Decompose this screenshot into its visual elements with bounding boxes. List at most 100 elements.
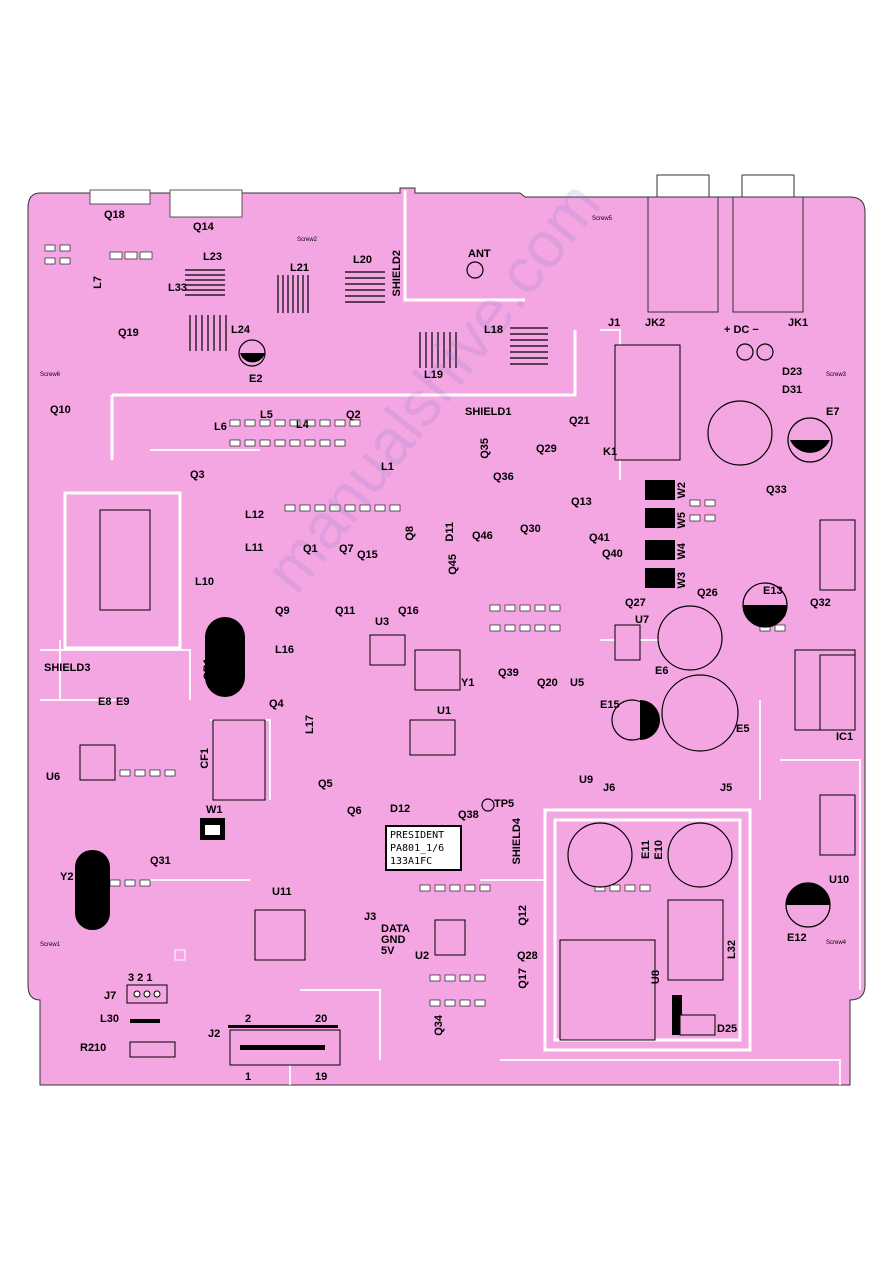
label-e9: E9 bbox=[116, 696, 130, 708]
label-q6: Q6 bbox=[347, 805, 362, 817]
label-e10: E10 bbox=[653, 840, 665, 860]
label-q27: Q27 bbox=[625, 597, 646, 609]
label-screw4: Screw4 bbox=[826, 940, 847, 946]
label-screw2: Screw2 bbox=[297, 237, 318, 243]
label-screw6: Screw6 bbox=[40, 372, 61, 378]
label-cf1: CF1 bbox=[199, 748, 211, 769]
label-w5: W5 bbox=[676, 512, 688, 529]
crystals bbox=[75, 617, 245, 930]
label-l12: L12 bbox=[245, 509, 264, 521]
label-j5: J5 bbox=[720, 782, 733, 794]
label-screw5: Screw5 bbox=[592, 216, 613, 222]
label-q21: Q21 bbox=[569, 415, 590, 427]
label-j7-pins: 3 2 1 bbox=[128, 972, 153, 984]
label-5v: 5V bbox=[381, 945, 395, 957]
label-q20: Q20 bbox=[537, 677, 558, 689]
label-dc: + DC − bbox=[724, 324, 759, 336]
label-j2: J2 bbox=[208, 1028, 221, 1040]
label-e12: E12 bbox=[787, 932, 807, 944]
label-q40: Q40 bbox=[602, 548, 623, 560]
label-d31: D31 bbox=[782, 384, 803, 396]
smd-pads bbox=[44, 244, 786, 1007]
label-u7: U7 bbox=[635, 614, 650, 626]
label-d25: D25 bbox=[717, 1023, 738, 1035]
label-e2: E2 bbox=[249, 373, 263, 385]
label-w2: W2 bbox=[676, 482, 688, 499]
label-tp5: TP5 bbox=[494, 798, 515, 810]
jumpers-w bbox=[645, 480, 682, 1035]
label-l10: L10 bbox=[195, 576, 214, 588]
label-q32: Q32 bbox=[810, 597, 831, 609]
label-j2-pin1: 1 bbox=[245, 1071, 252, 1083]
label-l4: L4 bbox=[296, 419, 309, 431]
label-q5: Q5 bbox=[318, 778, 333, 790]
label-q41: Q41 bbox=[589, 532, 610, 544]
label-j7: J7 bbox=[104, 990, 117, 1002]
label-ic1: IC1 bbox=[836, 731, 854, 743]
label-l21: L21 bbox=[290, 262, 309, 274]
label-l17: L17 bbox=[304, 715, 316, 734]
label-q11: Q11 bbox=[335, 605, 356, 617]
label-j1: J1 bbox=[608, 317, 621, 329]
label-l20: L20 bbox=[353, 254, 372, 266]
label-q12: Q12 bbox=[517, 905, 529, 926]
label-l6: L6 bbox=[214, 421, 227, 433]
label-q35: Q35 bbox=[479, 438, 491, 459]
label-e5: E5 bbox=[736, 723, 750, 735]
brand-line-2: PA801_1/6 bbox=[390, 843, 445, 854]
label-e8: E8 bbox=[98, 696, 112, 708]
label-screw3: Screw3 bbox=[826, 372, 847, 378]
label-q31: Q31 bbox=[150, 855, 171, 867]
label-l23: L23 bbox=[203, 251, 222, 263]
label-e13: E13 bbox=[763, 585, 783, 597]
label-l30: L30 bbox=[100, 1013, 119, 1025]
label-e7: E7 bbox=[826, 406, 840, 418]
label-e11: E11 bbox=[640, 840, 652, 859]
label-u9: U9 bbox=[579, 774, 594, 786]
label-u6: U6 bbox=[46, 771, 61, 783]
label-u11: U11 bbox=[272, 886, 292, 898]
label-data: DATA bbox=[381, 923, 410, 935]
label-l33: L33 bbox=[168, 282, 187, 294]
label-cb1: CB1 bbox=[202, 658, 214, 681]
label-e6: E6 bbox=[655, 665, 669, 677]
label-q46: Q46 bbox=[472, 530, 493, 542]
label-y1: Y1 bbox=[461, 677, 475, 689]
label-q2: Q2 bbox=[346, 409, 361, 421]
label-l5: L5 bbox=[260, 409, 273, 421]
jack-jk2 bbox=[647, 196, 719, 313]
label-q14: Q14 bbox=[193, 221, 214, 233]
label-l16: L16 bbox=[275, 644, 294, 656]
label-u8: U8 bbox=[650, 970, 662, 985]
label-j2-pin20: 20 bbox=[315, 1013, 328, 1025]
label-q30: Q30 bbox=[520, 523, 541, 535]
label-q39: Q39 bbox=[498, 667, 519, 679]
label-u2: U2 bbox=[415, 950, 430, 962]
label-l11: L11 bbox=[245, 542, 264, 554]
label-w4: W4 bbox=[676, 543, 688, 560]
label-l19: L19 bbox=[424, 369, 443, 381]
label-q19: Q19 bbox=[118, 327, 139, 339]
label-shield3: SHIELD3 bbox=[44, 662, 91, 674]
label-q13: Q13 bbox=[571, 496, 592, 508]
label-w3: W3 bbox=[676, 572, 688, 589]
label-ant: ANT bbox=[468, 248, 491, 260]
label-gnd: GND bbox=[381, 934, 406, 946]
label-screw1: Screw1 bbox=[40, 942, 61, 948]
label-j3: J3 bbox=[364, 911, 377, 923]
brand-line-1: PRESIDENT bbox=[390, 830, 445, 841]
label-d11: D11 bbox=[444, 522, 456, 542]
label-d12: D12 bbox=[390, 803, 411, 815]
label-q8: Q8 bbox=[404, 526, 416, 541]
label-k1: K1 bbox=[603, 446, 618, 458]
cap-polarity-marks bbox=[240, 353, 830, 905]
label-q36: Q36 bbox=[493, 471, 514, 483]
label-r210: R210 bbox=[80, 1042, 107, 1054]
label-q16: Q16 bbox=[398, 605, 419, 617]
label-u5: U5 bbox=[570, 677, 585, 689]
label-shield4: SHIELD4 bbox=[511, 818, 523, 865]
label-shield1: SHIELD1 bbox=[465, 406, 512, 418]
brand-line-3: 133A1FC bbox=[390, 856, 433, 867]
label-q29: Q29 bbox=[536, 443, 557, 455]
label-l1: L1 bbox=[381, 461, 394, 473]
